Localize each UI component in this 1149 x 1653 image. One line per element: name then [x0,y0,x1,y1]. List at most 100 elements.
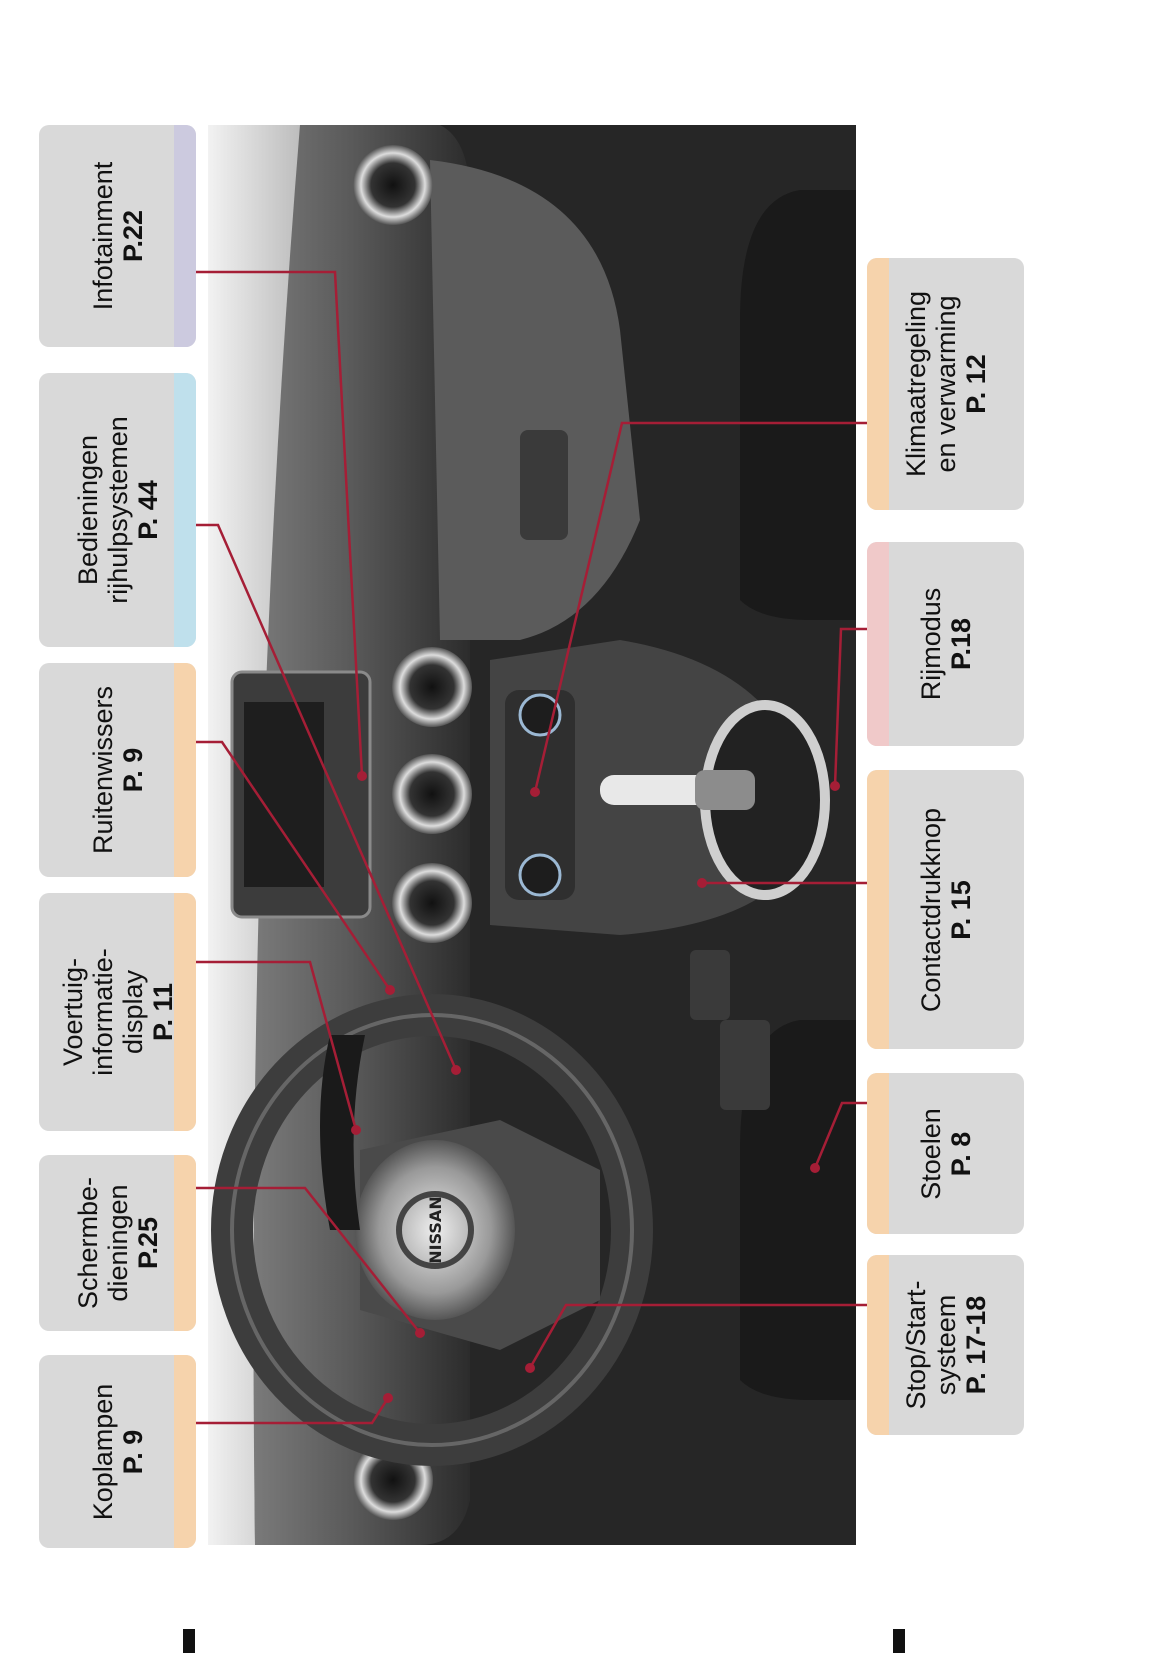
accent-koplampen [174,1355,196,1548]
label-bedieningen-line2: rijhulpsystemen [102,416,133,604]
label-scherm-page: P.25 [132,1216,163,1270]
label-rijmodus-page: P.18 [945,617,976,671]
dot-ruitenwissers [385,985,395,995]
vent-left-top [353,145,433,225]
label-voertuig-line1: Voertuig- [57,957,88,1067]
label-voertuig-line2: informatie- [87,948,118,1076]
brake-pedal [690,950,730,1020]
label-infotainment: Infotainment P.22 [39,125,196,347]
accent-stoelen [867,1073,889,1234]
label-klimaat: Klimaatregeling en verwarming P. 12 [867,258,1024,510]
climate-knob-bottom [518,853,562,897]
label-stoelen-page: P. 8 [945,1131,976,1176]
leader-stoelen [813,1101,867,1169]
label-scherm-line2: dieningen [102,1184,133,1302]
accent-rijmodus [867,542,889,746]
center-console [490,640,810,935]
label-klimaat-line2: en verwarming [930,295,961,473]
label-klimaat-line1: Klimaatregeling [900,290,931,478]
steering-wheel-spokes [360,1120,600,1350]
crop-mark-right [893,1629,905,1653]
dot-infotainment [357,771,367,781]
label-klimaat-page: P. 12 [960,354,991,414]
label-stoelen: Stoelen P. 8 [867,1073,1024,1234]
label-stopstart-line2: systeem [930,1294,961,1396]
instrument-cluster [320,1035,365,1230]
accent-ruitenwissers [174,663,196,877]
label-bedieningen: Bedieningen rijhulpsystemen P. 44 [39,373,196,647]
infotainment-bezel [230,670,372,919]
leader-voertuig [196,960,358,1131]
steering-wheel-highlight [230,1013,634,1447]
accelerator-pedal [720,1020,770,1110]
leader-klimaat [533,421,867,793]
dot-stopstart [525,1363,535,1373]
label-bedieningen-line1: Bedieningen [72,434,103,586]
label-ruitenwissers-name: Ruitenwissers [87,685,118,855]
label-voertuig-line3: display [117,969,148,1055]
label-stoelen-name: Stoelen [915,1107,946,1200]
gear-surround [700,700,830,900]
glovebox-handle [520,430,568,540]
passenger-seat [740,190,856,620]
leader-stopstart [528,1303,867,1369]
label-contact-page: P. 15 [945,879,976,940]
label-scherm-line1: Schermbe- [72,1176,103,1310]
infotainment-screen [244,702,324,887]
glovebox-area [430,160,640,640]
dashboard-body [253,125,470,1545]
label-infotainment-name: Infotainment [87,161,118,311]
label-voertuig-page: P. 11 [147,982,178,1042]
label-stopstart: Stop/Start- systeem P. 17-18 [867,1255,1024,1435]
label-ruitenwissers-page: P. 9 [117,747,148,793]
label-contact: Contactdrukknop P. 15 [867,770,1024,1049]
label-koplampen-name: Koplampen [87,1383,118,1520]
label-scherm: Schermbe- dieningen P.25 [39,1155,196,1331]
photo-background [208,125,856,1545]
gear-knob [695,770,755,810]
label-koplampen: Koplampen P. 9 [39,1355,196,1548]
leader-scherm [196,1186,421,1334]
leader-koplampen [196,1397,390,1425]
steering-wheel-hub [355,1140,515,1320]
accent-stopstart [867,1255,889,1435]
label-stopstart-page: P. 17-18 [960,1295,991,1395]
vent-center-3 [392,863,472,943]
leader-infotainment [196,270,364,777]
accent-contact [867,770,889,1049]
dot-bedieningen [451,1065,461,1075]
vent-center-2 [392,754,472,834]
gear-shifter [600,775,710,805]
leader-ruitenwissers [196,740,392,991]
dot-voertuig [351,1125,361,1135]
label-infotainment-page: P.22 [117,209,148,263]
brand-logo-ring [396,1191,474,1269]
leader-bedieningen [196,523,458,1071]
label-stopstart-line1: Stop/Start- [900,1280,931,1410]
climate-knob-top [518,693,562,737]
steering-wheel-rim [211,994,653,1466]
accent-infotainment [174,125,196,347]
dot-scherm [415,1328,425,1338]
label-ruitenwissers: Ruitenwissers P. 9 [39,663,196,877]
dot-contact [697,878,707,888]
label-rijmodus: Rijmodus P.18 [867,542,1024,746]
label-bedieningen-page: P. 44 [132,480,163,540]
label-voertuig: Voertuig- informatie- display P. 11 [39,893,196,1131]
label-koplampen-page: P. 9 [117,1429,148,1474]
label-contact-name: Contactdrukknop [915,807,946,1012]
accent-bedieningen [174,373,196,647]
brand-logo-text: NISSAN [426,1196,445,1263]
climate-panel [505,690,575,900]
accent-scherm [174,1155,196,1331]
accent-klimaat [867,258,889,510]
crop-mark-left [183,1629,195,1653]
windshield [208,125,300,1545]
vent-left-bottom [353,1440,433,1520]
dot-stoelen [810,1163,820,1173]
vent-center-1 [392,647,472,727]
leader-rijmodus [833,627,867,787]
accent-voertuig [174,893,196,1131]
driver-seat [740,1020,856,1400]
dot-klimaat [530,787,540,797]
